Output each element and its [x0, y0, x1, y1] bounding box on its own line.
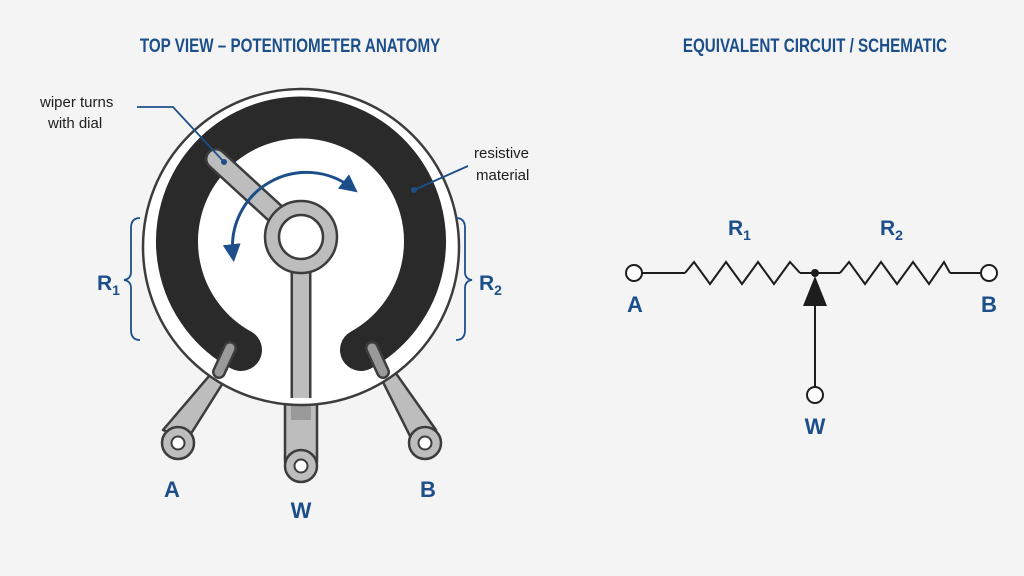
left-title: TOP VIEW – POTENTIOMETER ANATOMY [140, 34, 441, 56]
wiper-arrow [803, 276, 827, 306]
resistive-annotation-line2: material [476, 167, 529, 184]
resistor-r2 [839, 260, 951, 286]
wiper-annotation-line1: wiper turns [39, 94, 113, 111]
schematic-terminal-a-label: A [627, 292, 643, 317]
rotation-arrow [222, 170, 358, 263]
anatomy-terminal-a-label: A [164, 477, 180, 502]
resistor-r1 [684, 260, 801, 286]
anatomy-r1-label: R1 [97, 272, 120, 298]
resistive-track [156, 96, 446, 371]
wiper-leader-line [137, 106, 225, 163]
schematic: R1 R2 A B W [625, 217, 998, 439]
schematic-terminal-b-label: B [981, 292, 997, 317]
anatomy-terminal-b-label: B [420, 477, 436, 502]
r1-brace [123, 217, 141, 341]
schematic-node-b [980, 264, 998, 282]
right-title: EQUIVALENT CIRCUIT / SCHEMATIC [683, 34, 947, 56]
schematic-node-w [806, 386, 824, 404]
resistive-leader-line [413, 165, 469, 191]
wiper-annotation-line2: with dial [47, 115, 102, 132]
anatomy-r2-label: R2 [479, 272, 502, 298]
resistive-annotation-line1: resistive [474, 145, 529, 162]
junction-dot [811, 269, 819, 277]
schematic-r1-label: R1 [728, 217, 751, 243]
r2-brace [455, 217, 473, 341]
anatomy-terminal-w-label: W [291, 498, 312, 523]
schematic-r2-label: R2 [880, 217, 903, 243]
schematic-node-a [625, 264, 643, 282]
schematic-terminal-w-label: W [805, 414, 826, 439]
potentiometer-anatomy: wiper turns with dial resistive material… [39, 87, 529, 523]
